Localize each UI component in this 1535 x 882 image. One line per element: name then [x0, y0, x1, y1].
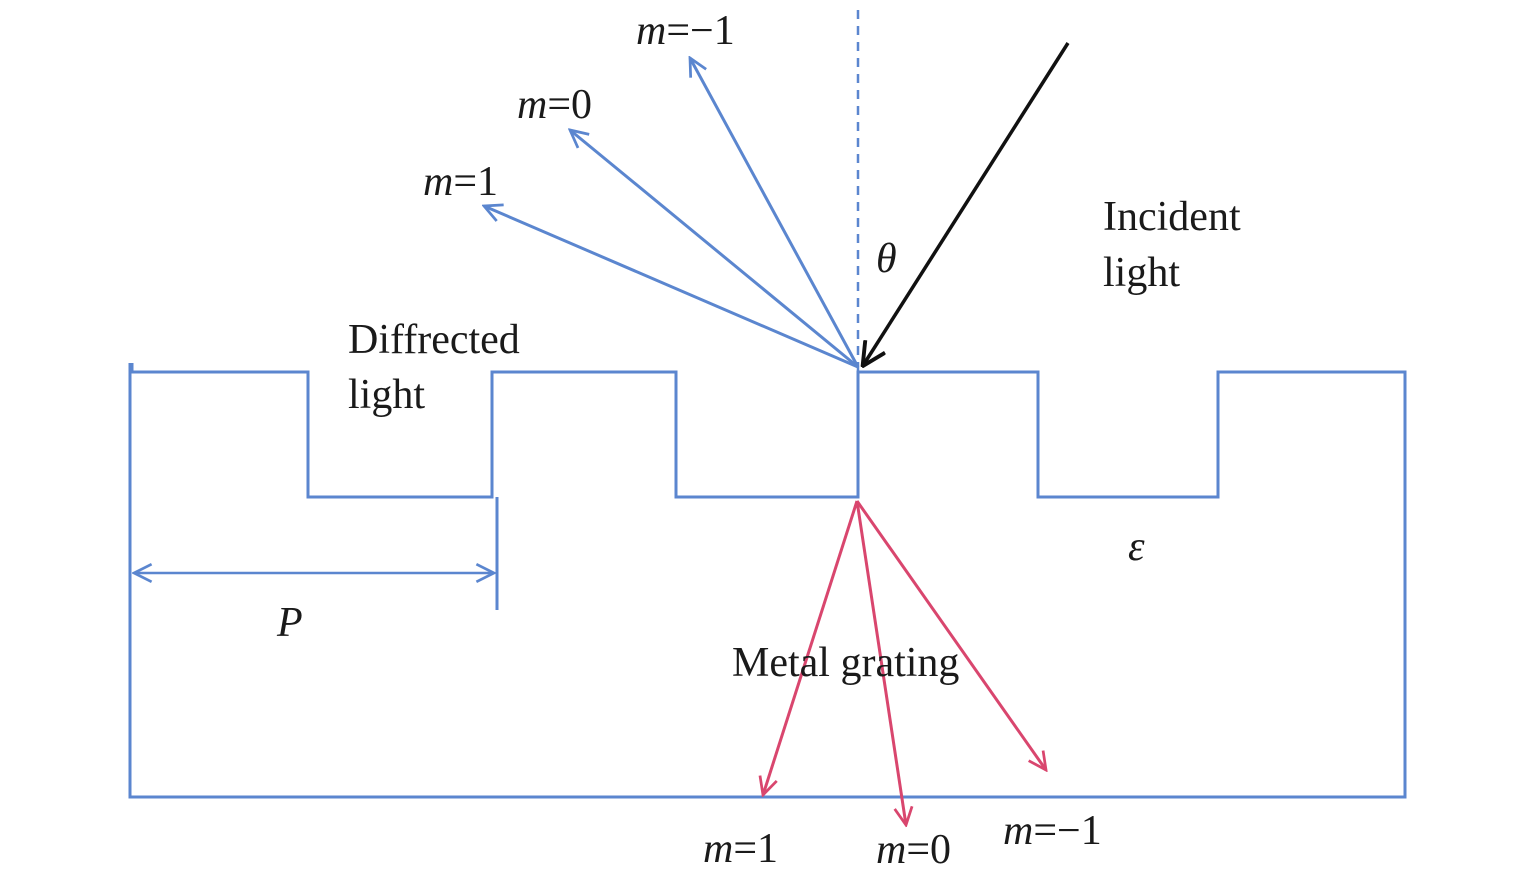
diffracted-label-line2: light [348, 372, 425, 418]
incident-label-line2: light [1103, 250, 1180, 296]
period-label: P [276, 600, 303, 646]
reflected-order-m1-ray [484, 206, 859, 369]
transmitted-order-label: m=0 [876, 827, 951, 873]
reflected-order-label: m=−1 [636, 8, 735, 54]
reflected-order-label: m=1 [423, 159, 498, 205]
transmitted-order-m0-ray [855, 500, 906, 825]
incident-label-line1: Incident [1103, 194, 1241, 240]
transmitted-order-label: m=−1 [1003, 808, 1102, 854]
reflected-order-m-minus1-ray [690, 58, 860, 368]
transmitted-order-label: m=1 [703, 826, 778, 872]
diffracted-label-line1: Diffrected [348, 317, 520, 363]
incident-light-ray [864, 42, 1070, 364]
transmitted-order-m-minus1-ray [855, 500, 1046, 770]
epsilon-label: ε [1128, 524, 1145, 570]
metal-grating-outline [128, 363, 1407, 799]
reflected-order-m0-ray [570, 130, 859, 369]
theta-label: θ [876, 236, 897, 282]
transmitted-order-m1-ray [763, 500, 859, 795]
metal-grating-label: Metal grating [732, 640, 959, 686]
reflected-order-label: m=0 [517, 82, 592, 128]
